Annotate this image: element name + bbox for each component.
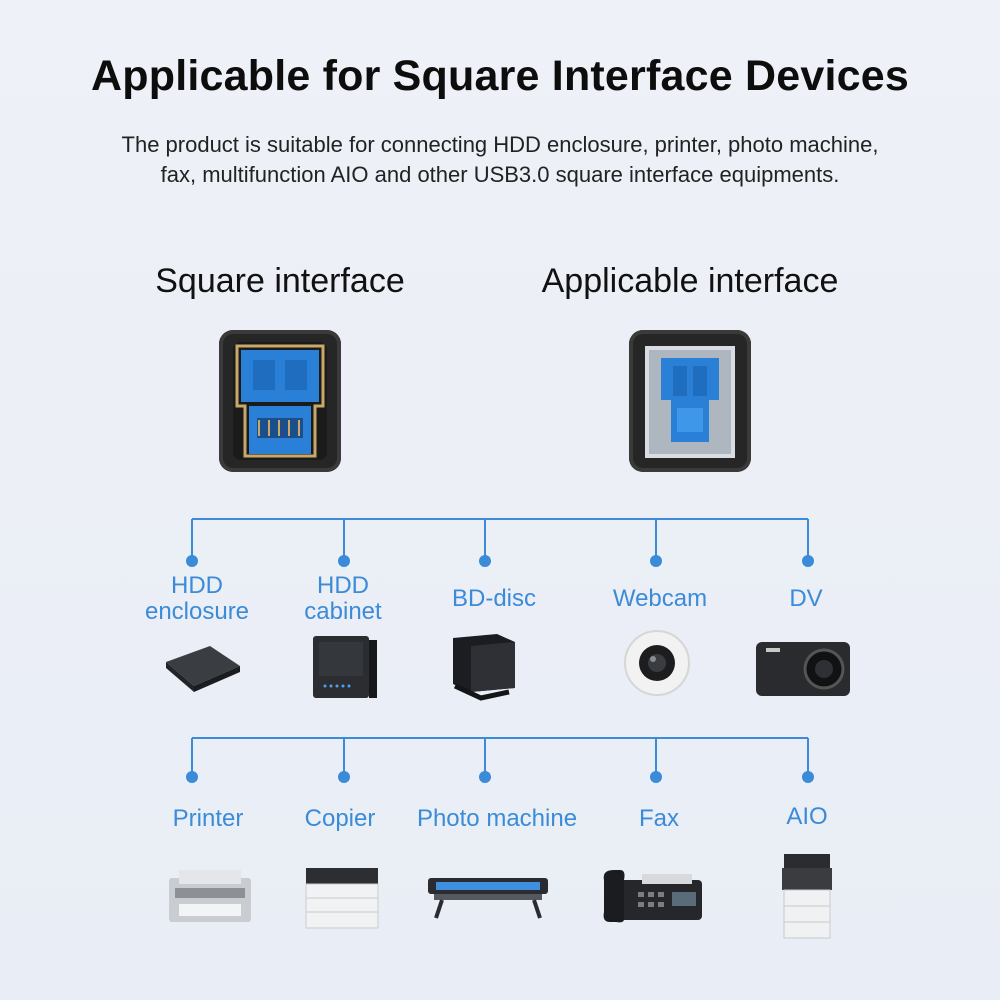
description-line-2: fax, multifunction AIO and other USB3.0 … <box>160 162 840 187</box>
copier-icon <box>302 862 382 935</box>
device-label-printer: Printer <box>172 805 244 832</box>
photo-machine-icon <box>426 872 550 925</box>
usb-b-port-icon <box>629 330 751 472</box>
hdd-enclosure-icon <box>160 640 244 701</box>
hdd-cabinet-icon <box>307 632 381 707</box>
device-label-bd-disc: BD-disc <box>451 585 536 612</box>
device-label-webcam: Webcam <box>612 585 708 612</box>
device-label-photo-machine: Photo machine <box>416 805 578 832</box>
usb-b-plug-icon <box>219 330 341 472</box>
aio-icon <box>778 852 836 945</box>
page-title: Applicable for Square Interface Devices <box>91 52 909 100</box>
device-label-copier: Copier <box>304 805 376 832</box>
device-label-fax: Fax <box>638 805 679 832</box>
dv-camera-icon <box>754 638 852 703</box>
description: The product is suitable for connecting H… <box>60 130 940 190</box>
bd-disc-icon <box>445 630 525 707</box>
fax-icon <box>598 866 706 929</box>
device-label-aio: AIO <box>786 803 828 830</box>
description-line-1: The product is suitable for connecting H… <box>121 132 879 157</box>
device-label-dv: DV <box>789 585 823 612</box>
square-interface-title: Square interface <box>155 262 405 300</box>
applicable-interface-title: Applicable interface <box>541 262 839 300</box>
printer-icon <box>165 868 255 931</box>
webcam-icon <box>622 628 692 703</box>
